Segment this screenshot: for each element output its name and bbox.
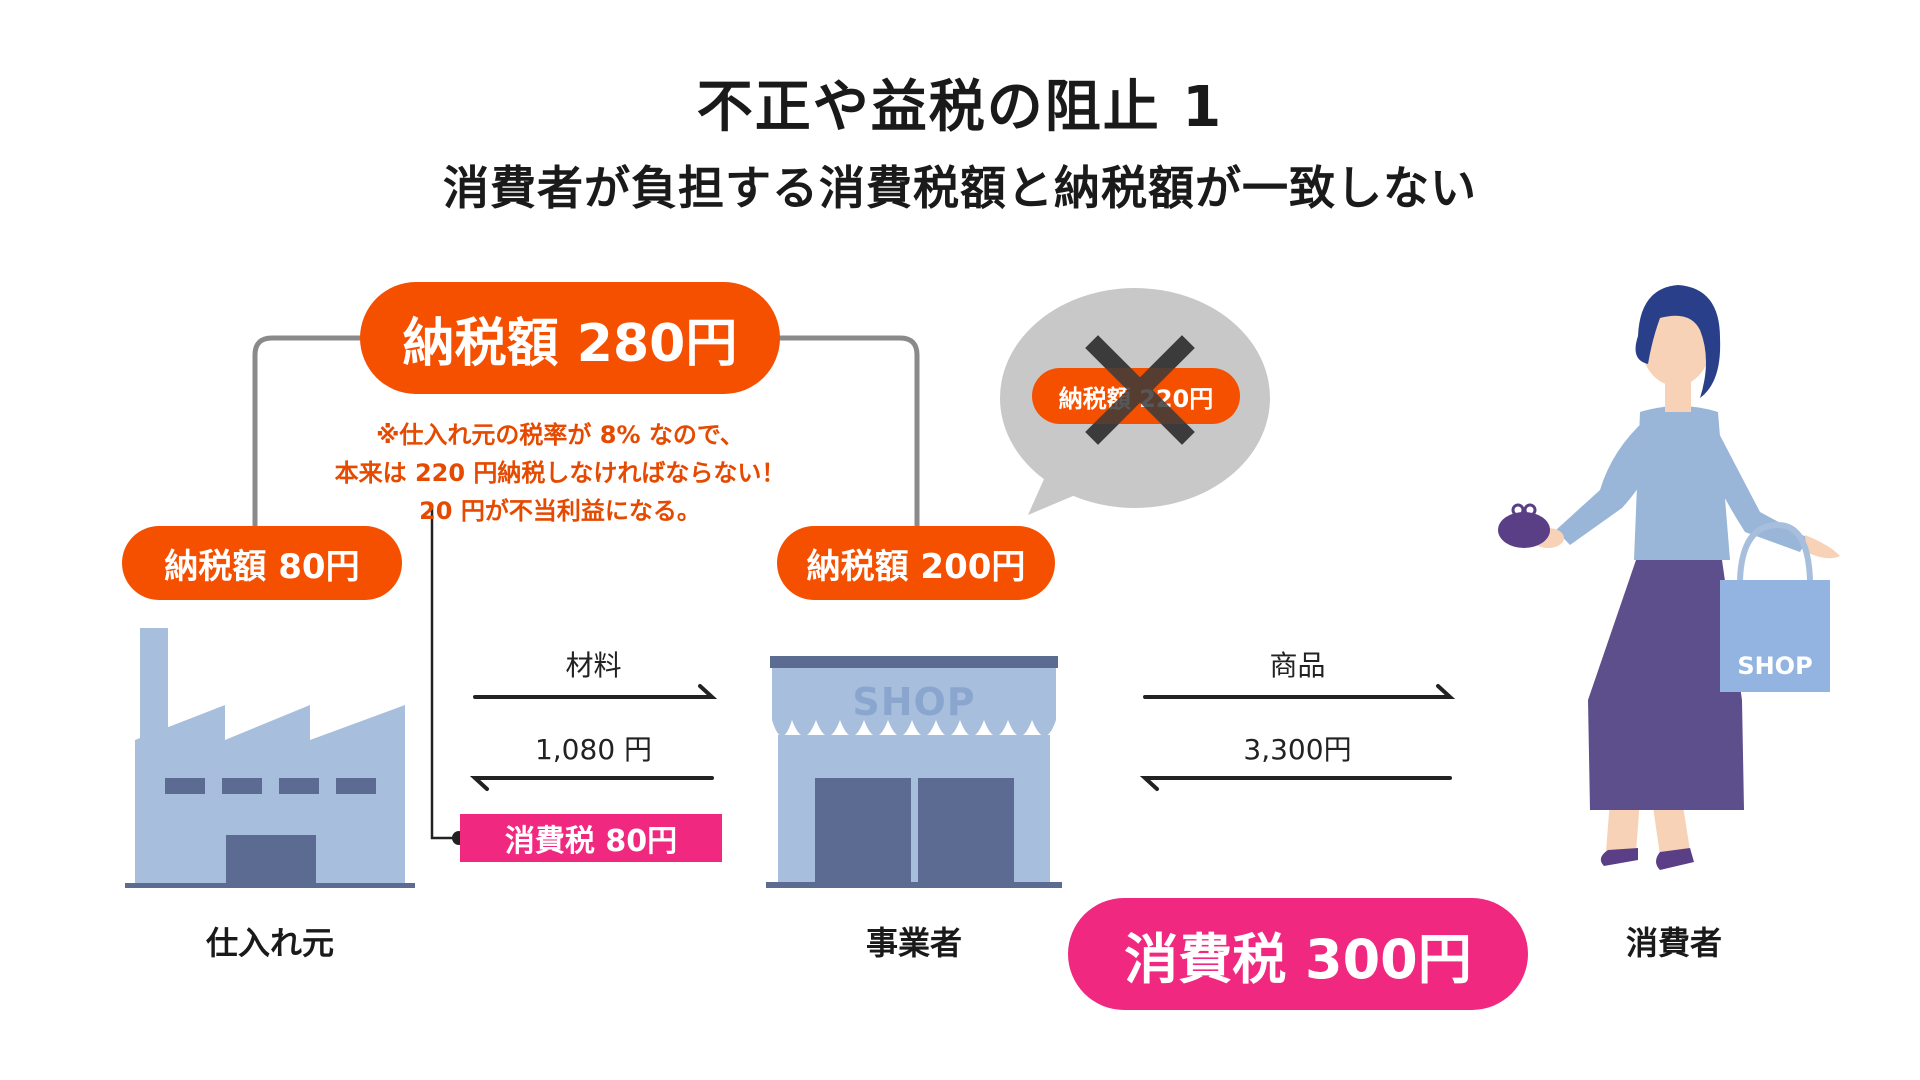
business-label: 事業者 (865, 924, 962, 962)
product-label: 商品 (1269, 649, 1326, 682)
factory-icon (125, 628, 415, 888)
supplier-label: 仕入れ元 (205, 924, 334, 962)
supplier-tax-badge: 納税額 80円 (122, 526, 402, 600)
bag-label: SHOP (1737, 652, 1813, 680)
materials-label: 材料 (565, 649, 622, 682)
business-tax-badge: 納税額 200円 (777, 526, 1055, 600)
page-title: 不正や益税の阻止 1 (696, 75, 1224, 140)
note-line: ※仕入れ元の税率が 8% なので、 (376, 421, 744, 449)
shop-sign: SHOP (852, 680, 976, 724)
bubble-tax-badge: 納税額 220円 (1032, 368, 1240, 424)
materials-price: 1,080 円 (534, 733, 653, 766)
consumer-woman-icon (1498, 285, 1840, 870)
total-tax-badge: 納税額 280円 (360, 282, 780, 394)
page-subtitle: 消費者が負担する消費税額と納税額が一致しない (443, 161, 1477, 215)
consumer-label: 消費者 (1625, 924, 1722, 962)
note-connector-line (430, 505, 460, 840)
supplier-consumption-tax: 消費税 80円 (460, 814, 722, 862)
consumer-consumption-tax: 消費税 300円 (1068, 898, 1528, 1010)
note-line: 本来は 220 円納税しなければならない！ (334, 459, 786, 487)
shop-icon (766, 656, 1062, 888)
product-price: 3,300円 (1243, 733, 1352, 766)
flow-arrows (469, 684, 1456, 791)
note-line: 20 円が不当利益になる。 (419, 497, 701, 525)
note-text: ※仕入れ元の税率が 8% なので、 本来は 220 円納税しなければならない！ … (300, 416, 820, 530)
